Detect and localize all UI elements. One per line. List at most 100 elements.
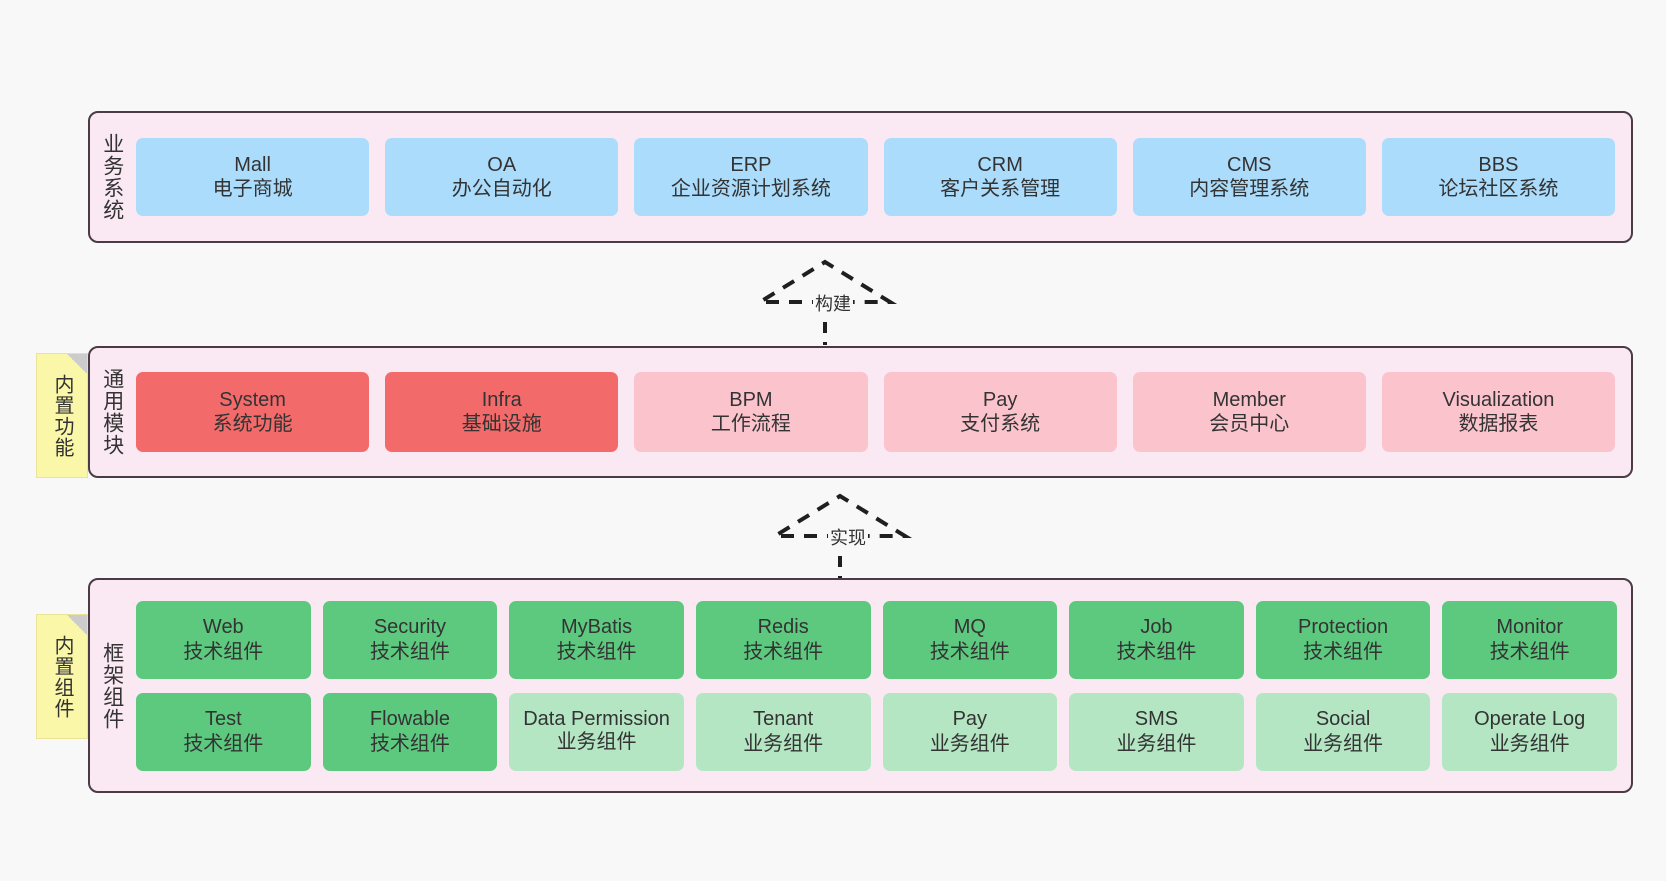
node-bpm[interactable]: BPM 工作流程 (634, 372, 868, 452)
connector-implement-label: 实现 (828, 524, 868, 550)
layer-common-title: 通用模块 (100, 368, 124, 456)
node-tenant-en: Tenant (753, 708, 814, 731)
node-infra-en: Infra (481, 388, 522, 411)
node-mq-cn: 技术组件 (929, 640, 1010, 663)
framework-node-grid: Web 技术组件 Security 技术组件 MyBatis 技术组件 Redi… (136, 600, 1617, 771)
framework-tech-row: Web 技术组件 Security 技术组件 MyBatis 技术组件 Redi… (136, 600, 1617, 679)
node-bbs-cn: 论坛社区系统 (1438, 178, 1559, 200)
node-operate-log[interactable]: Operate Log 业务组件 (1442, 692, 1617, 771)
note-builtin-functions: 内置功能 (36, 353, 88, 478)
node-erp[interactable]: ERP 企业资源计划系统 (634, 138, 868, 216)
node-pay-component[interactable]: Pay 业务组件 (882, 692, 1058, 771)
node-redis[interactable]: Redis 技术组件 (695, 600, 871, 679)
node-web-en: Web (202, 616, 244, 639)
common-node-row: System 系统功能 Infra 基础设施 BPM 工作流程 Pay 支付系统… (136, 372, 1616, 452)
layer-framework-title: 框架组件 (100, 641, 124, 730)
node-test[interactable]: Test 技术组件 (136, 692, 311, 771)
node-pay-module-en: Pay (982, 388, 1018, 411)
node-mybatis[interactable]: MyBatis 技术组件 (509, 600, 684, 679)
node-pay-component-cn: 业务组件 (929, 732, 1010, 755)
connector-build-label: 构建 (813, 290, 853, 316)
node-redis-en: Redis (757, 616, 809, 639)
node-test-cn: 技术组件 (183, 732, 264, 755)
node-tenant-cn: 业务组件 (743, 732, 824, 755)
node-infra[interactable]: Infra 基础设施 (385, 372, 619, 452)
node-sms-cn: 业务组件 (1116, 732, 1197, 755)
node-pay-component-en: Pay (952, 708, 988, 731)
node-visualization[interactable]: Visualization 数据报表 (1381, 372, 1616, 452)
node-oa[interactable]: OA 办公自动化 (385, 138, 619, 216)
layer-framework-component: 框架组件 Web 技术组件 Security 技术组件 MyBatis 技术组件 (88, 578, 1633, 793)
node-crm[interactable]: CRM 客户关系管理 (883, 138, 1117, 216)
node-mybatis-en: MyBatis (561, 616, 633, 639)
node-system-en: System (219, 388, 286, 411)
business-node-row: Mall 电子商城 OA 办公自动化 ERP 企业资源计划系统 CRM 客户关系… (136, 138, 1616, 216)
node-erp-en: ERP (730, 153, 772, 176)
node-cms-cn: 内容管理系统 (1189, 178, 1310, 200)
node-flowable[interactable]: Flowable 技术组件 (322, 692, 498, 771)
layer-business-title: 业务系统 (100, 133, 124, 221)
node-data-permission[interactable]: Data Permission 业务组件 (509, 692, 684, 771)
node-member-en: Member (1212, 388, 1286, 411)
node-monitor-en: Monitor (1496, 616, 1564, 639)
node-pay-module-cn: 支付系统 (960, 413, 1041, 435)
node-visualization-en: Visualization (1442, 388, 1555, 411)
node-pay-module[interactable]: Pay 支付系统 (883, 372, 1117, 452)
node-mq-en: MQ (953, 616, 986, 639)
node-mall[interactable]: Mall 电子商城 (136, 138, 370, 216)
node-crm-cn: 客户关系管理 (940, 178, 1061, 200)
connector-build: 构建 (752, 255, 905, 345)
node-redis-cn: 技术组件 (743, 640, 824, 663)
node-job-cn: 技术组件 (1116, 640, 1197, 663)
layer-common-body: System 系统功能 Infra 基础设施 BPM 工作流程 Pay 支付系统… (134, 348, 1631, 476)
node-flowable-cn: 技术组件 (369, 732, 450, 755)
node-monitor-cn: 技术组件 (1489, 640, 1570, 663)
layer-business-system: 业务系统 Mall 电子商城 OA 办公自动化 ERP 企业资源计划系统 CRM (88, 111, 1633, 243)
node-system-cn: 系统功能 (212, 413, 293, 435)
node-cms-en: CMS (1227, 153, 1272, 176)
node-mall-en: Mall (234, 153, 271, 176)
node-bpm-en: BPM (729, 388, 773, 411)
layer-framework-body: Web 技术组件 Security 技术组件 MyBatis 技术组件 Redi… (134, 580, 1631, 791)
node-protection[interactable]: Protection 技术组件 (1255, 600, 1431, 679)
node-protection-en: Protection (1298, 616, 1389, 639)
node-job[interactable]: Job 技术组件 (1069, 600, 1244, 679)
node-sms-en: SMS (1134, 708, 1179, 731)
node-job-en: Job (1140, 616, 1173, 639)
node-mall-cn: 电子商城 (212, 178, 293, 200)
node-tenant[interactable]: Tenant 业务组件 (695, 692, 871, 771)
node-mq[interactable]: MQ 技术组件 (882, 600, 1058, 679)
node-system[interactable]: System 系统功能 (136, 372, 370, 452)
node-social-cn: 业务组件 (1303, 732, 1384, 755)
node-bpm-cn: 工作流程 (710, 413, 791, 435)
node-member-cn: 会员中心 (1209, 413, 1290, 435)
node-monitor[interactable]: Monitor 技术组件 (1442, 600, 1617, 679)
note-builtin-components: 内置组件 (36, 614, 88, 739)
node-web-cn: 技术组件 (183, 640, 264, 663)
node-sms[interactable]: SMS 业务组件 (1069, 692, 1244, 771)
node-flowable-en: Flowable (369, 708, 450, 731)
node-mybatis-cn: 技术组件 (556, 640, 637, 663)
layer-business-body: Mall 电子商城 OA 办公自动化 ERP 企业资源计划系统 CRM 客户关系… (134, 113, 1631, 241)
node-erp-cn: 企业资源计划系统 (670, 178, 831, 200)
node-operate-log-en: Operate Log (1474, 708, 1586, 731)
node-crm-en: CRM (977, 153, 1023, 176)
node-cms[interactable]: CMS 内容管理系统 (1132, 138, 1366, 216)
framework-biz-row: Test 技术组件 Flowable 技术组件 Data Permission … (136, 692, 1617, 771)
node-security-cn: 技术组件 (369, 640, 450, 663)
node-member[interactable]: Member 会员中心 (1132, 372, 1366, 452)
node-operate-log-cn: 业务组件 (1489, 732, 1570, 755)
node-social-en: Social (1315, 708, 1371, 731)
node-security[interactable]: Security 技术组件 (322, 600, 498, 679)
node-bbs[interactable]: BBS 论坛社区系统 (1381, 138, 1616, 216)
layer-common-module: 通用模块 System 系统功能 Infra 基础设施 BPM 工作流程 Pay (88, 346, 1633, 478)
node-oa-cn: 办公自动化 (451, 178, 552, 200)
node-protection-cn: 技术组件 (1303, 640, 1384, 663)
node-social[interactable]: Social 业务组件 (1255, 692, 1431, 771)
node-infra-cn: 基础设施 (461, 413, 542, 435)
connector-implement: 实现 (767, 489, 920, 579)
node-web[interactable]: Web 技术组件 (136, 600, 311, 679)
node-data-permission-cn: 业务组件 (556, 731, 637, 754)
node-bbs-en: BBS (1478, 153, 1519, 176)
